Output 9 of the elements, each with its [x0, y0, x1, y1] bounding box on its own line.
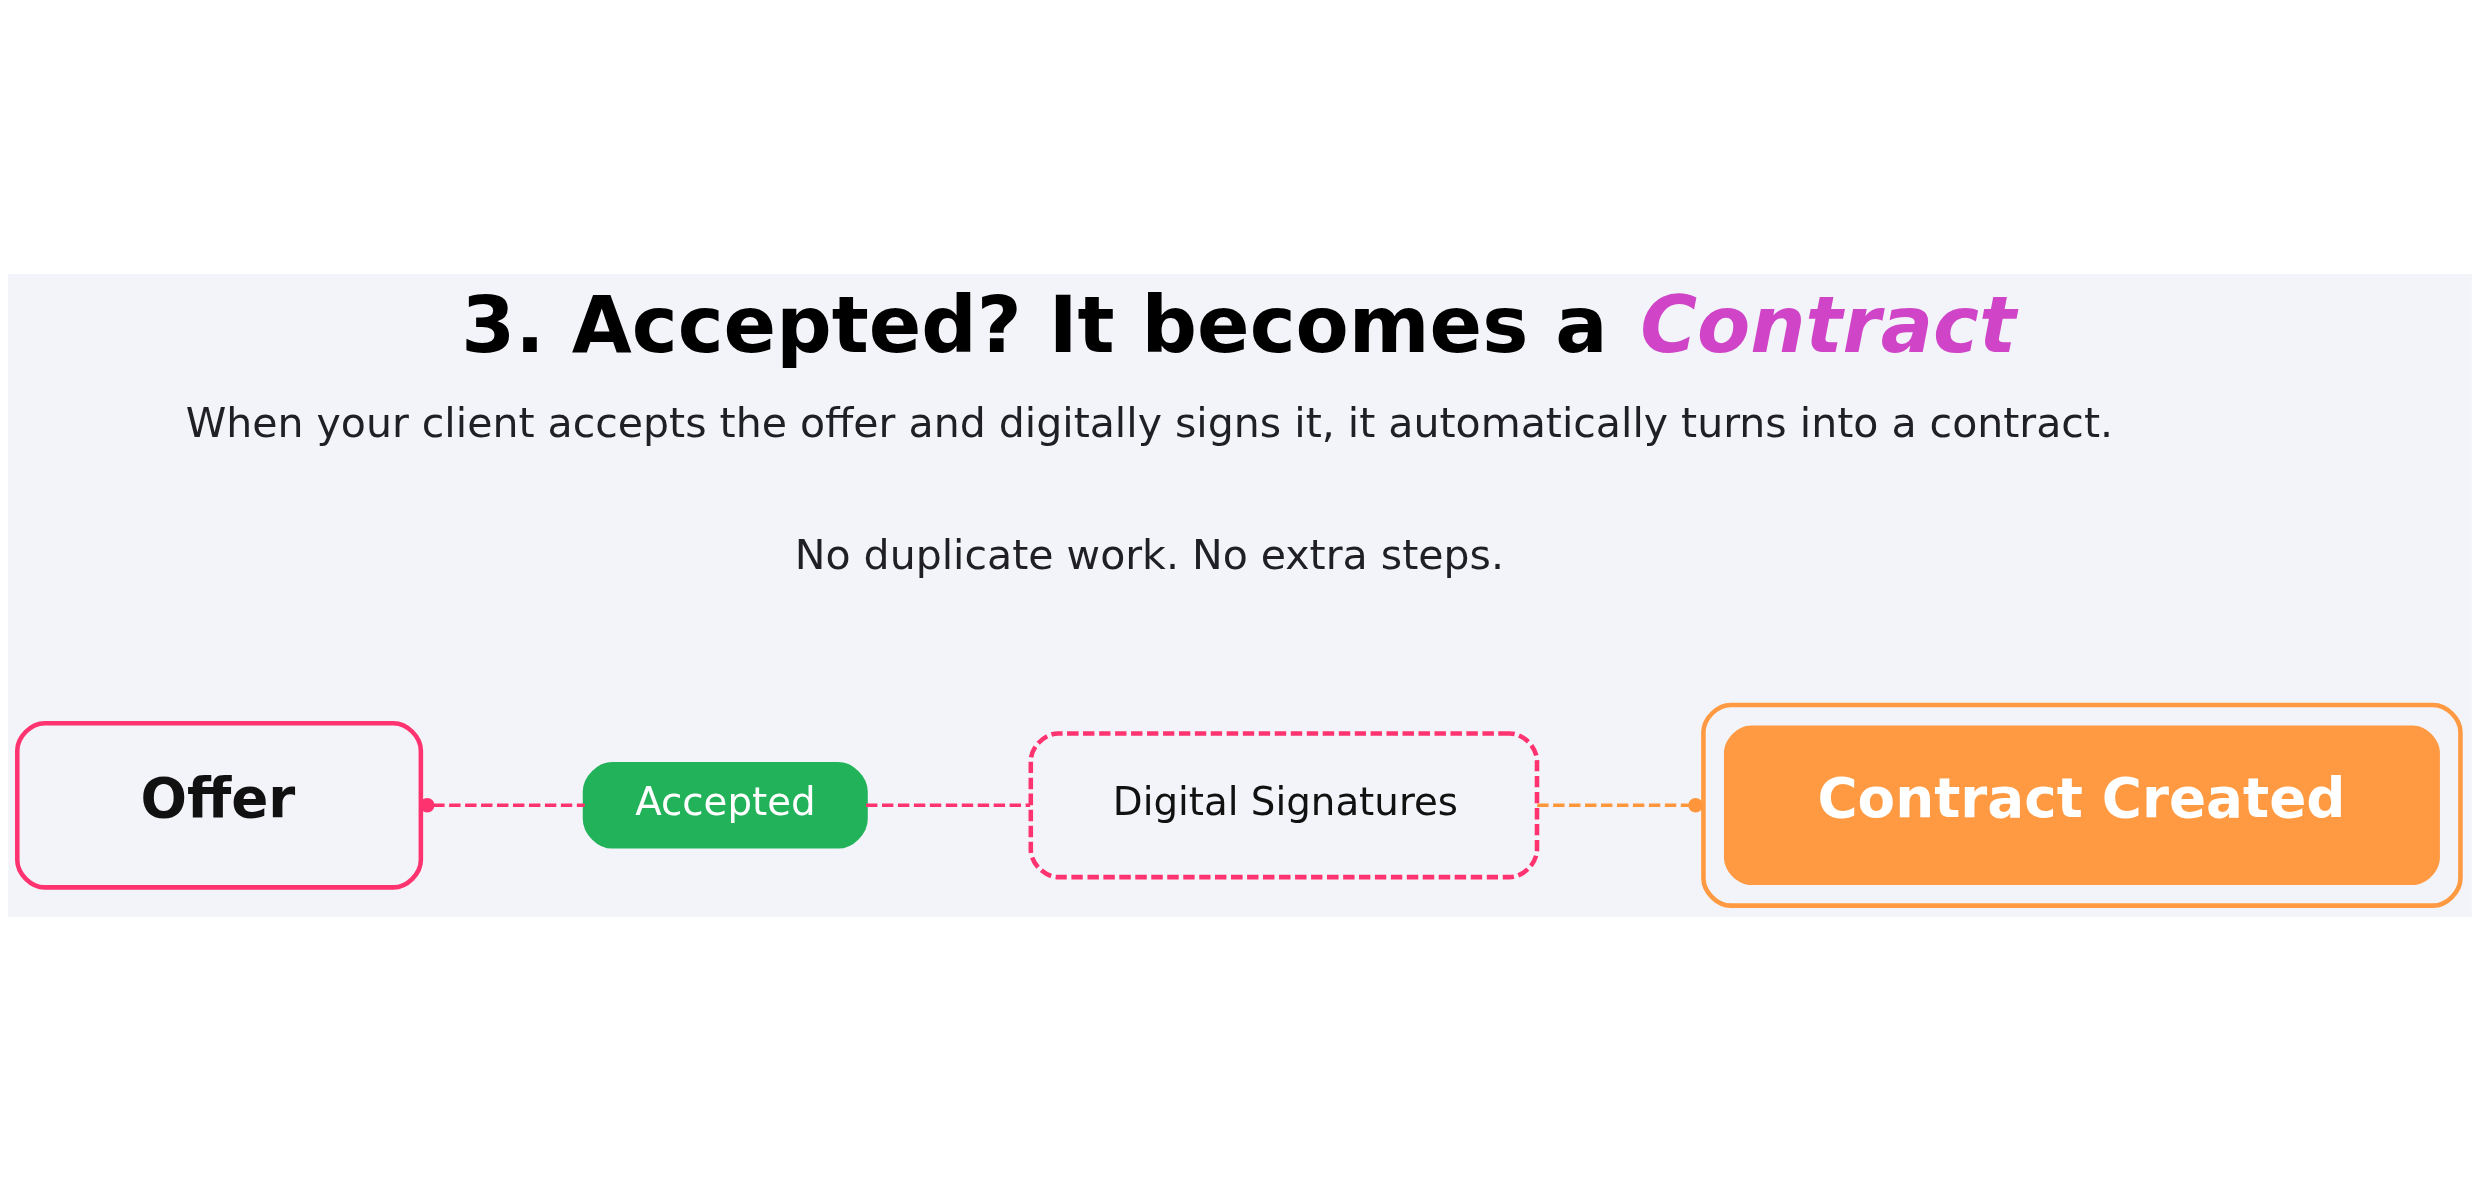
connector: [866, 802, 1031, 807]
node-box: Offer: [15, 720, 424, 890]
label: When your client accepts the offer and digitally signs it, it automatically turns into a contract.: [185, 398, 2114, 447]
node-box: Contract Created: [1701, 702, 2463, 908]
node-box: Accepted: [582, 761, 868, 849]
node-box: Digital Signatures: [1028, 730, 1540, 879]
label: No duplicate work. No extra steps.: [794, 530, 1504, 579]
diagram-title: 3. Accepted? It becomes a Contract: [461, 279, 2017, 370]
connector: [1537, 797, 1703, 813]
